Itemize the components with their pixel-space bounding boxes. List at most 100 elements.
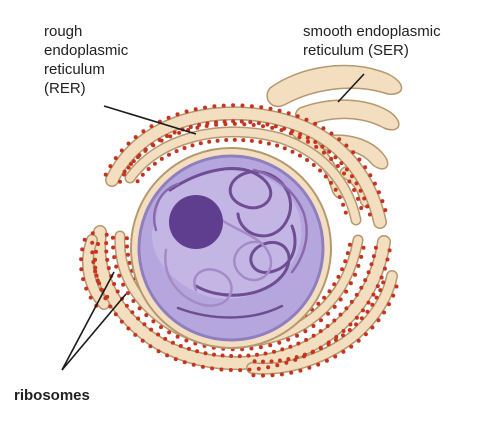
ribosome-dot [241,138,246,143]
ribosome-dot [365,309,370,314]
ribosome-dot [261,124,265,129]
ribosome-dot [125,244,129,249]
ribosome-dot [94,249,98,254]
ribosome-dot [198,141,203,146]
ribosome-dot [376,318,381,323]
ribosome-dot [327,149,332,154]
ribosome-dot [288,131,293,136]
ribosome-dot [239,119,244,124]
ribosome-dot [305,158,310,162]
ser-label-line-2: reticulum (SER) [303,42,409,59]
ribosome-dot [133,135,138,140]
ribosome-dot [203,105,207,110]
ribosome-dot [104,249,109,254]
ribosome-dot [159,138,164,143]
ribosome-dot [329,157,334,161]
rer-label-line-2: endoplasmic [44,42,129,59]
ribosome-dot [214,122,219,127]
chromatin [153,167,308,319]
ribosome-dot [348,281,353,286]
ribosome-dot [96,242,100,246]
ribosome-dot [311,333,316,338]
ribosome-dot [270,373,275,378]
ribosomes-label: ribosomes [14,387,90,404]
ribosome-dot [286,337,291,342]
ribosome-dot [343,259,348,264]
ribosome-dot [94,273,99,278]
ribosome-dot [105,294,110,299]
ribosome-dot [381,280,386,285]
ribosome-dot [289,370,294,375]
ribosome-dot [368,173,373,178]
ribosome-dot [370,302,375,307]
ribosome-dot [316,301,321,306]
ribosome-dot [135,179,140,184]
ribosome-dot [125,291,130,296]
ribosome-dot [130,310,135,315]
ribosome-dot [344,289,349,294]
ribosome-dot [242,122,247,127]
ribosome-dot [326,342,331,347]
ribosome-dot [135,155,140,160]
ribosome-dot [232,121,237,126]
ribosome-dot [93,257,98,262]
ribosome-dot [232,137,237,142]
ribosome-leader-line-upper [61,271,115,371]
ribosome-dot [329,131,334,136]
ribosome-dot [326,311,331,316]
ribosome-dot [333,187,338,192]
ribosome-dot [166,115,171,120]
ribosome-dot [354,322,358,327]
rer-label-line-1: rough [44,23,83,40]
ribosome-dot [303,329,308,334]
ribosome-dot [121,282,126,287]
ribosome-dot [210,366,215,371]
ribosome-dot [351,150,356,155]
ribosome-dot [387,248,392,253]
ribosome-dot [151,143,156,148]
ribosome-dot [313,121,318,126]
ribosome-dot [82,237,87,242]
ribosome-dot [327,289,332,294]
ser-leader-line [337,73,365,103]
ribosome-dot [338,297,343,302]
ribosome-dot [111,245,116,250]
ribosome-dot [163,336,168,341]
ribosome-dot [341,349,346,354]
ribosome-dot [248,120,253,125]
ribosome-dot [182,146,187,150]
ribosome-dot [378,288,383,293]
ribosome-dot [90,250,95,255]
ribosome-dot [170,340,175,345]
ribosome-dot [84,286,89,291]
ribosome-dot [332,304,337,309]
ribosome-dot [359,285,364,290]
ribosome-dot [349,344,354,349]
ribosome-dot [190,143,195,148]
ribosome-dot [383,208,388,213]
ribosome-dot [369,262,374,267]
ribosome-dot [356,196,360,201]
ribosome-dot [344,167,349,172]
ribosome-dot [313,140,318,144]
ribosome-dot [172,130,177,135]
ribosome-dot [215,138,220,143]
ribosome-dot [321,126,326,131]
ribosome-dot [266,141,271,146]
ribosome-dot [200,364,205,369]
ribosome-dot [168,134,173,139]
ribosome-dot [249,346,254,351]
ribosome-dot [335,164,340,168]
ribosome-dot [373,245,378,250]
ribosome-dot [246,353,251,358]
ribosome-dot [212,352,216,357]
ribosome-dot [90,240,95,245]
rer-label: rough endoplasmic reticulum (RER) [44,22,128,98]
ribosome-dot [105,257,110,262]
ribosome-dot [340,267,345,272]
ribosome-dot [144,313,149,318]
ribosome-dot [343,210,348,215]
ribosome-dot [337,195,342,200]
ribosome-dot [344,143,349,148]
ribosome-dot [318,346,323,351]
